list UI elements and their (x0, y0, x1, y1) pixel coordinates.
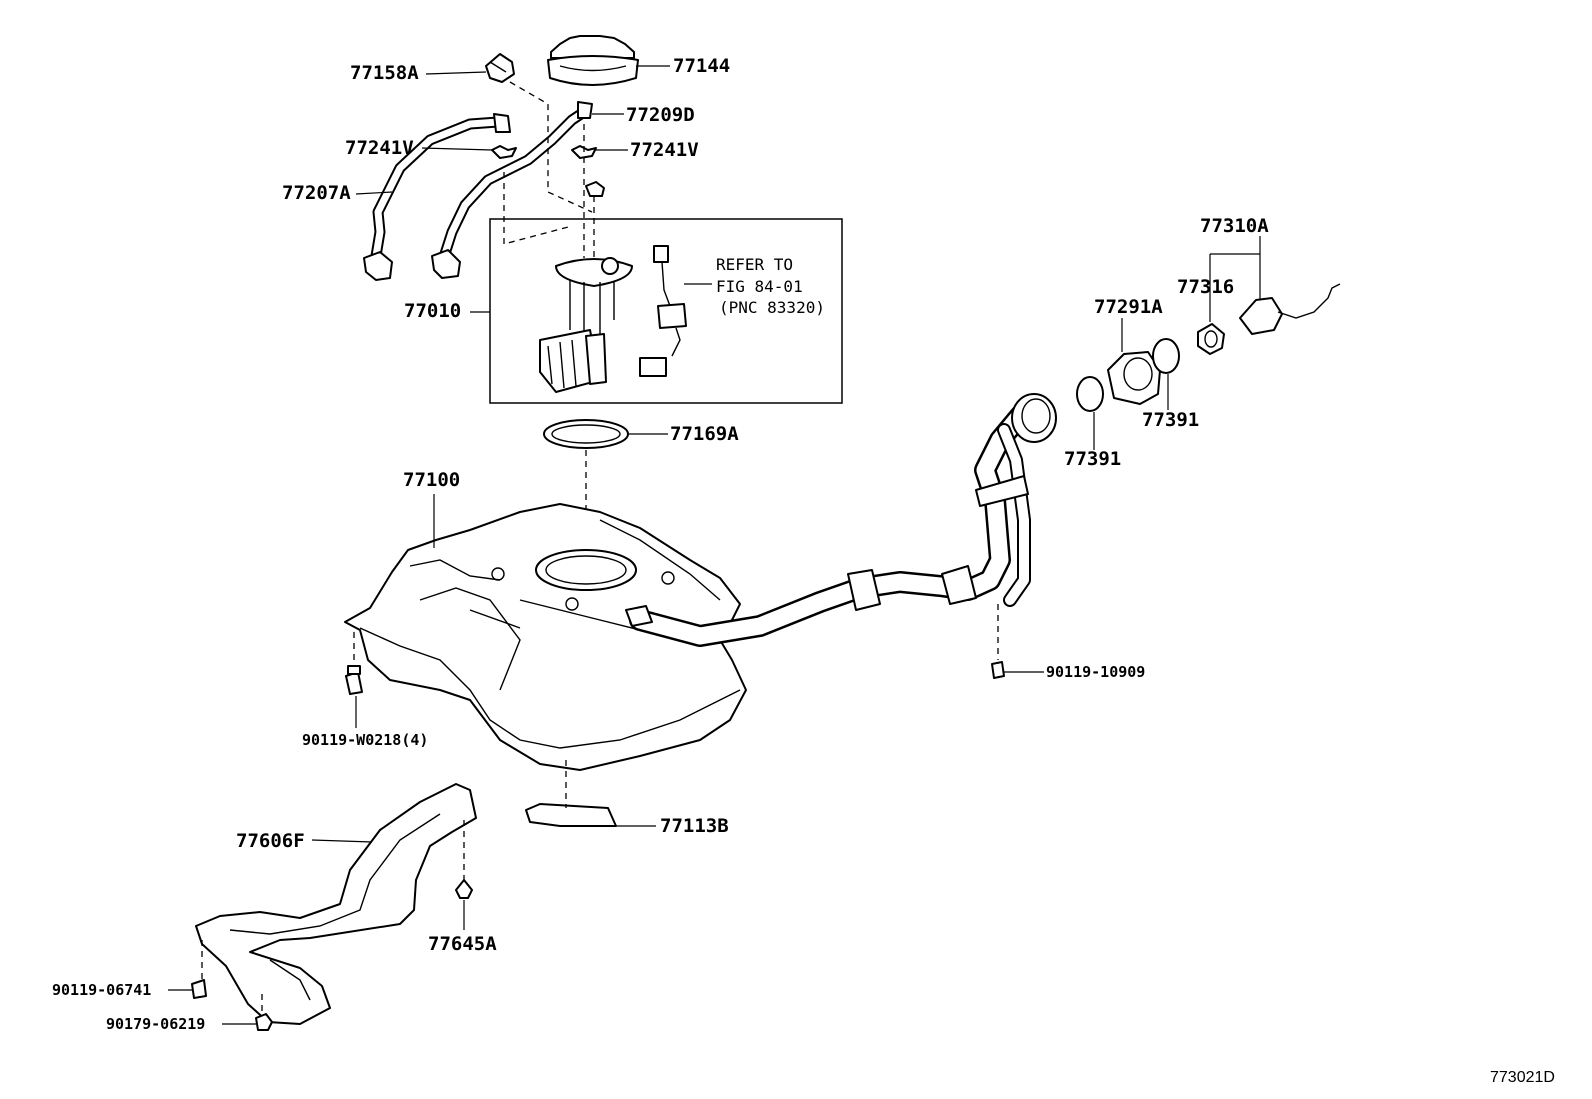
clip-77241V-left (491, 145, 517, 159)
reference-note: REFER TO FIG 84-01 (PNC 83320) (716, 254, 825, 319)
gasket-77169A (543, 419, 629, 449)
label-77391-a[interactable]: 77391 (1064, 448, 1122, 470)
protector-77606F (195, 783, 477, 1025)
label-77100[interactable]: 77100 (403, 469, 461, 491)
reference-note-line1: REFER TO (716, 255, 794, 274)
small-nut (585, 181, 605, 197)
bracket-77113B (525, 803, 617, 827)
gasket-77316 (1197, 323, 1225, 355)
figure-id: 773021D (1490, 1069, 1555, 1086)
filler-neck-77291A (1107, 351, 1161, 405)
label-77606F[interactable]: 77606F (236, 830, 305, 852)
o-ring-77391-b (1152, 338, 1180, 374)
o-ring-77391-a (1076, 376, 1104, 412)
fuel-cap-77310A (1239, 283, 1341, 335)
label-77144[interactable]: 77144 (673, 55, 731, 77)
label-77209D[interactable]: 77209D (626, 104, 695, 126)
label-90179-06219[interactable]: 90179-06219 (106, 1015, 206, 1033)
label-77291A[interactable]: 77291A (1094, 296, 1163, 318)
label-77241V-right[interactable]: 77241V (630, 139, 699, 161)
label-77391-b[interactable]: 77391 (1142, 409, 1200, 431)
sensor-77158A (485, 53, 515, 83)
label-77310A[interactable]: 77310A (1200, 215, 1269, 237)
fuel-pump-assembly-box (489, 218, 843, 404)
reference-note-line2: FIG 84-01 (716, 276, 803, 296)
label-77207A[interactable]: 77207A (282, 182, 351, 204)
label-77241V-left[interactable]: 77241V (345, 137, 414, 159)
label-90119-W0218[interactable]: 90119-W0218(4) (302, 731, 429, 749)
bolt-90119-10909 (991, 661, 1005, 679)
label-77010[interactable]: 77010 (404, 300, 462, 322)
reference-note-line3: (PNC 83320) (719, 298, 825, 318)
label-77645A[interactable]: 77645A (428, 933, 497, 955)
clip-77645A (455, 879, 473, 899)
fuel-pump-77010 (539, 245, 687, 393)
bolt-90119-W0218 (345, 665, 363, 695)
nut-90179-06219 (255, 1013, 273, 1031)
label-90119-06741[interactable]: 90119-06741 (52, 981, 152, 999)
retainer-ring-77144 (547, 35, 639, 86)
bolt-90119-06741 (191, 979, 207, 999)
fuel-hoses (363, 101, 593, 281)
label-77316[interactable]: 77316 (1177, 276, 1235, 298)
filler-pipe (625, 393, 1057, 647)
label-77158A[interactable]: 77158A (350, 62, 419, 84)
label-77113B[interactable]: 77113B (660, 815, 729, 837)
label-77169A[interactable]: 77169A (670, 423, 739, 445)
label-90119-10909[interactable]: 90119-10909 (1046, 663, 1146, 681)
